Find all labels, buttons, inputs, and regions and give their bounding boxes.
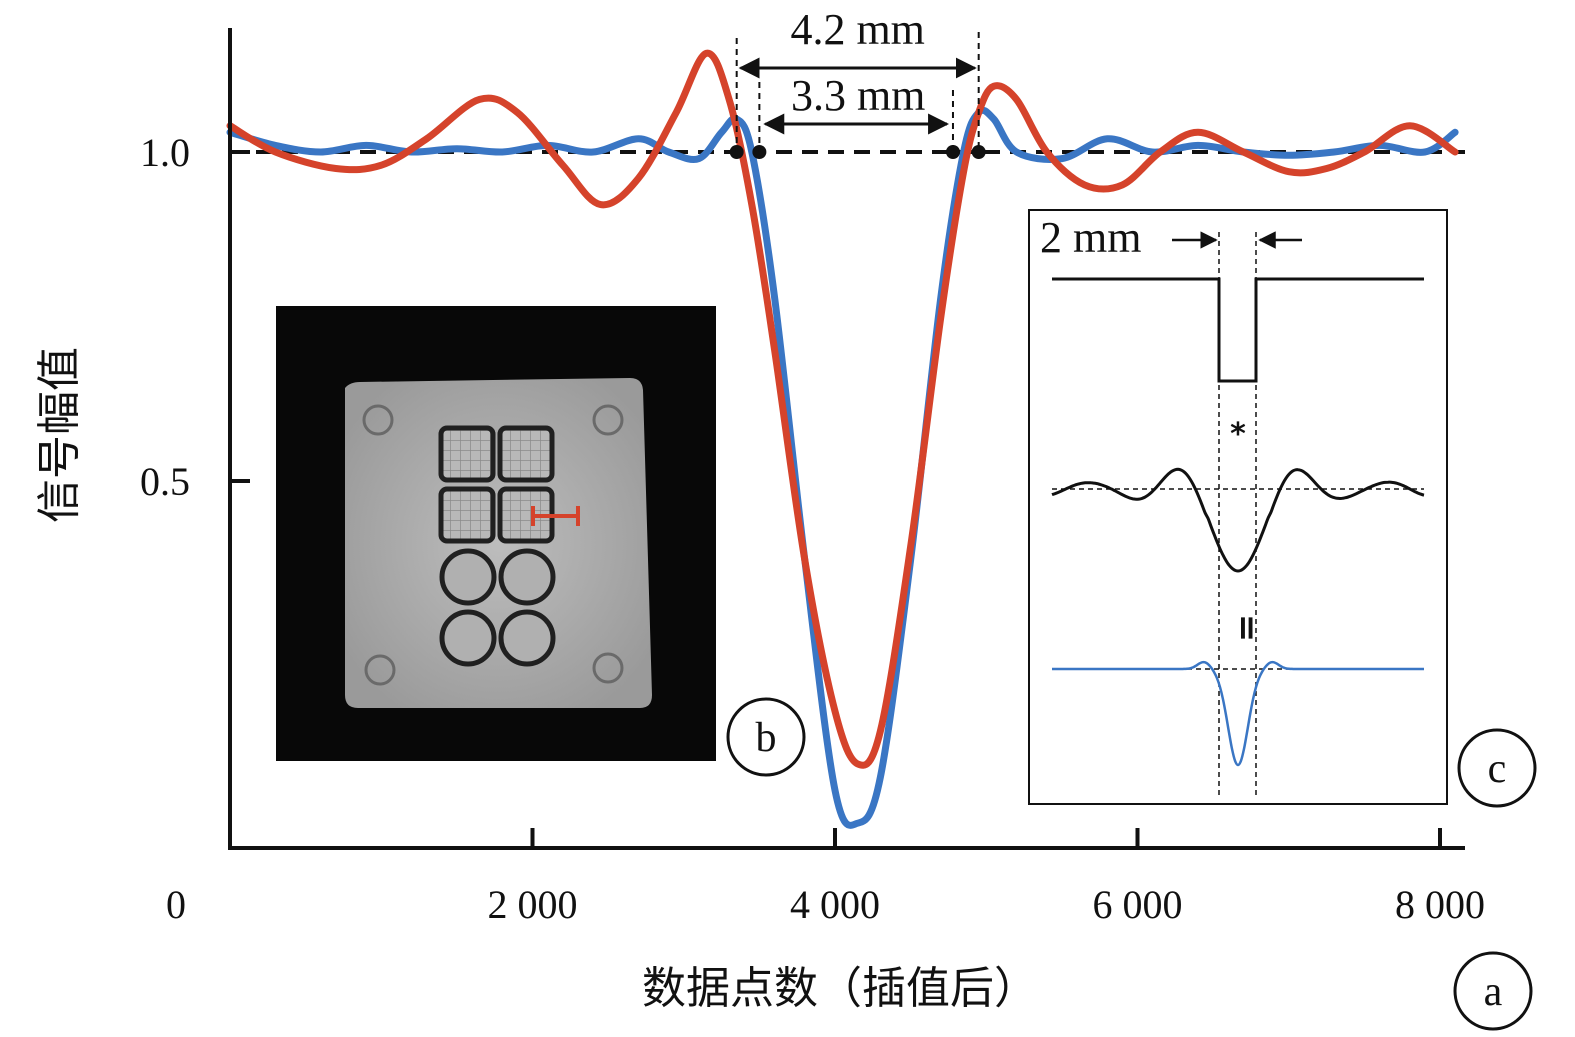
- c-result-curve: [1052, 660, 1424, 767]
- panel-letter-c: c: [1457, 728, 1537, 808]
- panel-c-schematic: 2 mm * =: [1028, 209, 1448, 805]
- c-rect-profile: [1052, 277, 1424, 383]
- y-tick-label-0: 0.5: [140, 459, 190, 504]
- panel-b-image: [276, 306, 716, 761]
- phantom-grid-squares: [438, 425, 555, 544]
- tick-layer: 0 2 000 4 000 6 000 8 000 0.5 1.0: [140, 130, 1485, 927]
- series-line-2: [226, 49, 1459, 769]
- y-tick-label-1: 1.0: [140, 130, 190, 175]
- series-layer: [226, 49, 1459, 829]
- svg-text:c: c: [1488, 746, 1507, 792]
- x-tick-label-1: 2 000: [488, 882, 578, 927]
- c-kernel-curve: [1051, 467, 1425, 573]
- x-tick-label-3: 6 000: [1093, 882, 1183, 927]
- c-width-label: 2 mm: [1040, 213, 1141, 262]
- wide-width-label: 4.2 mm: [790, 5, 924, 54]
- c-convolve-symbol: *: [1230, 417, 1246, 452]
- x-axis-title: 数据点数（插值后）: [642, 963, 1038, 1014]
- y-axis-title: 信号幅值: [34, 347, 85, 523]
- phantom-body: [345, 378, 652, 708]
- panel-letter-b: b: [726, 697, 806, 777]
- svg-text:a: a: [1484, 969, 1503, 1015]
- phantom-corner-markers: [362, 404, 624, 686]
- series-line-1: [226, 106, 1459, 829]
- c-equals-symbol: =: [1227, 614, 1267, 643]
- narrow-width-label: 3.3 mm: [791, 71, 925, 120]
- panel-letter-a: a: [1453, 951, 1533, 1031]
- intersection-marker-3: [971, 145, 986, 159]
- width-annotations: 4.2 mm 3.3 mm: [735, 5, 980, 152]
- x-tick-label-0: 0: [166, 882, 186, 927]
- svg-text:b: b: [756, 715, 777, 761]
- intersection-marker-2: [945, 145, 960, 159]
- phantom-circles: [439, 548, 556, 667]
- x-tick-label-2: 4 000: [790, 882, 880, 927]
- profile-marker: [531, 506, 580, 526]
- x-tick-label-4: 8 000: [1395, 882, 1485, 927]
